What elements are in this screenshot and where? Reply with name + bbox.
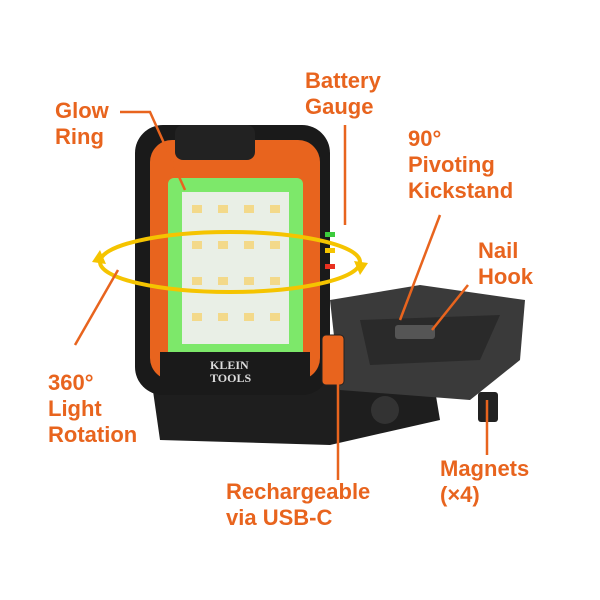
callout-magnets: Magnets(×4) <box>440 456 530 507</box>
led <box>218 313 228 321</box>
logo-klein: KLEIN <box>210 358 249 372</box>
led <box>192 241 202 249</box>
led <box>270 241 280 249</box>
led <box>244 241 254 249</box>
led <box>244 205 254 213</box>
led <box>192 205 202 213</box>
led <box>244 277 254 285</box>
pivot-knob <box>371 396 399 424</box>
led <box>244 313 254 321</box>
led <box>270 313 280 321</box>
battery-gauge-green <box>325 232 335 237</box>
led-grid <box>192 205 280 321</box>
battery-gauge-yellow <box>325 248 335 253</box>
led <box>270 277 280 285</box>
led <box>218 277 228 285</box>
led <box>192 277 202 285</box>
usb-c-port-cover <box>321 334 345 386</box>
led <box>270 205 280 213</box>
logo-tools: TOOLS <box>210 371 251 385</box>
led <box>218 241 228 249</box>
leader-lines <box>73 110 489 480</box>
battery-gauge-red <box>325 264 335 269</box>
led <box>192 313 202 321</box>
nail-hook <box>395 325 435 339</box>
led <box>218 205 228 213</box>
